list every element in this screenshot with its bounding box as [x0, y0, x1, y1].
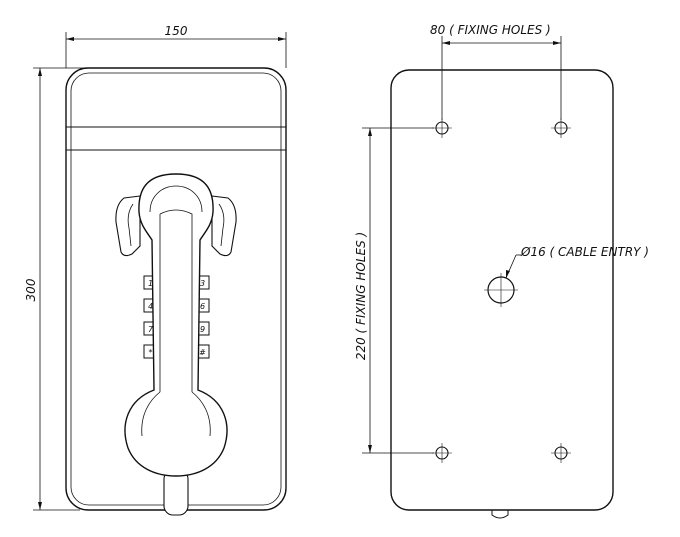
front-view: 150 300 1 3 4 6 7 9 *: [24, 24, 287, 516]
rear-housing: [390, 69, 614, 511]
cradle-left: [115, 195, 141, 257]
height-label: 300: [24, 278, 38, 301]
hole-spacing-horizontal-dimension: 80 ( FIXING HOLES ): [430, 23, 562, 120]
hole-spacing-vertical-label: 220 ( FIXING HOLES ): [354, 232, 368, 360]
handset-body: [124, 173, 228, 477]
hole-spacing-horizontal-label: 80 ( FIXING HOLES ): [430, 23, 551, 37]
key-4-label: 4: [148, 302, 153, 311]
fixing-hole-bottom-left: [432, 443, 452, 463]
key-3-label: 3: [200, 279, 205, 288]
cable-entry-leader: Ø16 ( CABLE ENTRY ): [505, 245, 649, 279]
fixing-hole-top-left: [432, 118, 452, 138]
cradle-right: [211, 195, 237, 257]
key-6-label: 6: [200, 302, 205, 311]
key-1-label: 1: [148, 279, 153, 288]
key-hash-label: #: [199, 348, 206, 357]
rear-view: Ø16 ( CABLE ENTRY ) 80 ( FIXING HOLES ) …: [354, 23, 649, 519]
height-dimension: 300: [24, 67, 86, 511]
cable-entry-label: Ø16 ( CABLE ENTRY ): [520, 245, 649, 259]
fixing-hole-top-right: [551, 118, 571, 138]
handset-inner-outline: [159, 209, 193, 392]
width-dimension: 150: [65, 24, 287, 68]
key-7-label: 7: [148, 325, 154, 334]
cable-entry-hole: [484, 273, 518, 307]
key-9-label: 9: [200, 325, 205, 334]
handset: [124, 173, 228, 516]
rear-cable-boss: [491, 510, 509, 519]
width-label: 150: [165, 24, 188, 38]
cord-relief: [163, 469, 189, 516]
hole-spacing-vertical-dimension: 220 ( FIXING HOLES ): [354, 127, 434, 454]
fixing-hole-bottom-right: [551, 443, 571, 463]
key-star-label: *: [149, 348, 153, 357]
